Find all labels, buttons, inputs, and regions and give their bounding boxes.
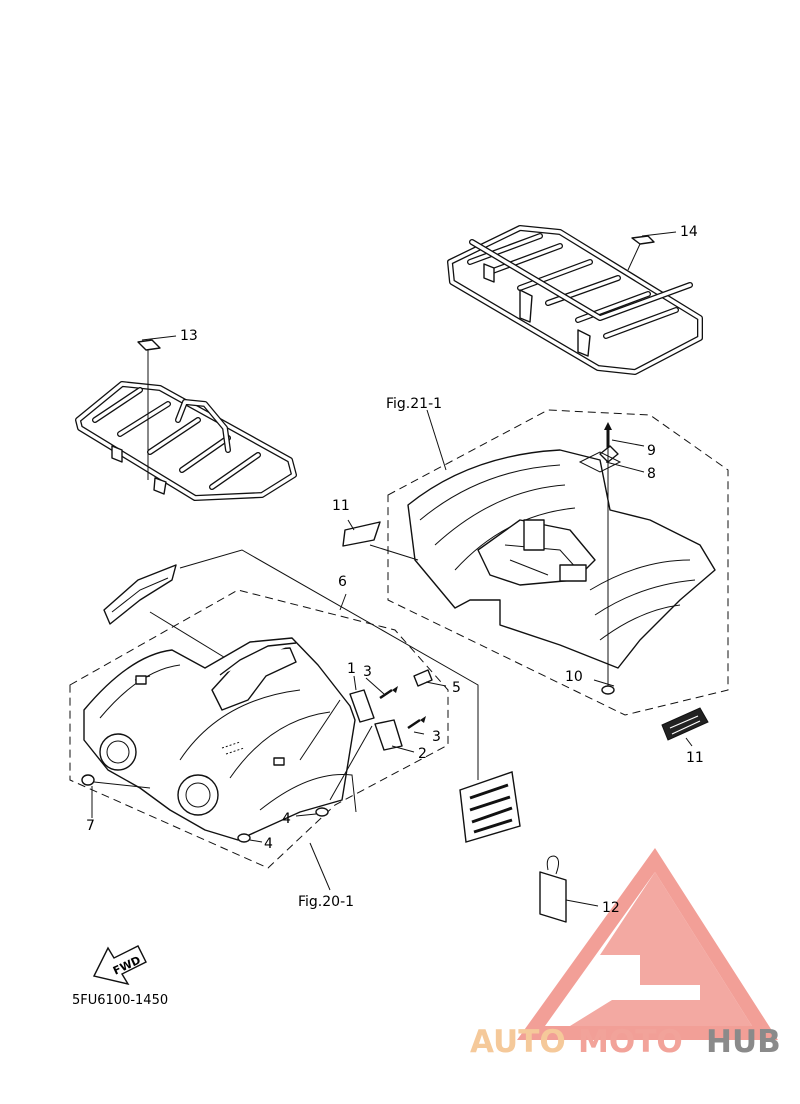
watermark-hub: HUB xyxy=(706,1024,781,1060)
front-fender xyxy=(83,637,357,841)
rear-carrier xyxy=(447,225,703,375)
emblem-11-right xyxy=(661,707,709,741)
headlight-left-icon xyxy=(99,733,137,771)
grommet-4-left-icon xyxy=(237,833,251,843)
callout-1: 1 xyxy=(347,661,356,677)
callout-14: 14 xyxy=(680,224,698,240)
rear-fender xyxy=(407,445,716,669)
watermark-triangle-icon xyxy=(517,848,778,1040)
callout-2: 2 xyxy=(418,746,427,762)
screw-3-upper-icon xyxy=(379,686,398,700)
figure-ref-front-fender: Fig.20-1 xyxy=(298,894,354,910)
watermark-logo xyxy=(517,848,778,1040)
figure-ref-rear-fender: Fig.21-1 xyxy=(386,396,442,412)
watermark-auto: AUTO xyxy=(470,1024,566,1060)
clip-5 xyxy=(413,669,433,687)
tag-12 xyxy=(539,855,567,923)
rear-fender-pad-8 xyxy=(599,445,619,463)
callout-7: 7 xyxy=(86,818,95,834)
grommet-10-icon xyxy=(601,685,615,695)
callout-8: 8 xyxy=(647,466,656,482)
bolt-9-icon xyxy=(604,422,612,448)
callout-13: 13 xyxy=(180,328,198,344)
callout-4-right: 4 xyxy=(282,811,291,827)
fwd-arrow-icon: FWD xyxy=(92,945,147,986)
diagram-code: 5FU6100-1450 xyxy=(72,993,168,1008)
emblem-11-left xyxy=(342,521,381,547)
headlight-right-icon xyxy=(177,774,219,816)
front-fender-cap xyxy=(273,757,285,766)
leader-lines xyxy=(91,231,693,907)
callout-12: 12 xyxy=(602,900,620,916)
callout-4-left: 4 xyxy=(264,836,273,852)
callout-10: 10 xyxy=(565,669,583,685)
rear-fender-storage-box xyxy=(523,519,545,551)
watermark-text: AUTO MOTO HUB xyxy=(470,1024,781,1060)
callout-11-left: 11 xyxy=(332,498,350,514)
rear-fender-group-outline xyxy=(387,409,729,716)
watermark-moto: MOTO xyxy=(578,1024,683,1060)
group-6-bracket xyxy=(179,549,479,780)
callout-9: 9 xyxy=(647,443,656,459)
front-side-emblem xyxy=(459,771,521,843)
callout-11-right: 11 xyxy=(686,750,704,766)
cap-7-icon xyxy=(81,774,95,786)
pad-2 xyxy=(374,719,403,751)
rear-fender-bracket xyxy=(559,564,587,582)
callout-6: 6 xyxy=(338,574,347,590)
callout-3-upper: 3 xyxy=(363,664,372,680)
front-badge xyxy=(103,564,177,625)
watermark-inner-shape xyxy=(570,872,752,1026)
callout-5: 5 xyxy=(452,680,461,696)
screw-3-lower-icon xyxy=(407,716,426,730)
callout-3-lower: 3 xyxy=(432,729,441,745)
grommet-4-right-icon xyxy=(315,807,329,817)
pad-1 xyxy=(349,689,375,723)
front-fender-group-outline xyxy=(69,589,449,869)
front-carrier xyxy=(75,381,297,501)
